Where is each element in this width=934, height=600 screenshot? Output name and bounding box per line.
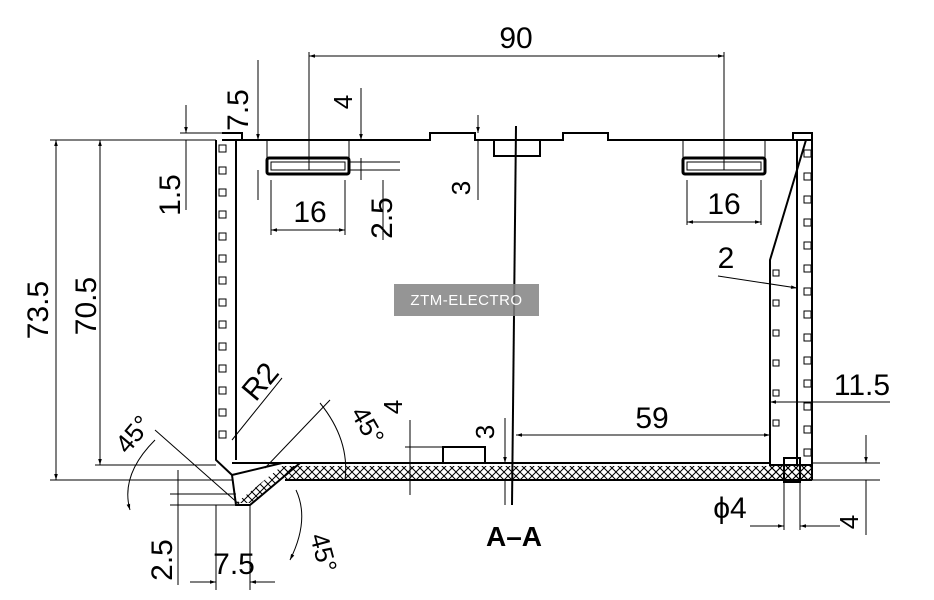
dimension-lines	[50, 52, 890, 590]
dim-bottom-width: 59	[635, 402, 668, 435]
dim-hole-diameter: ϕ4	[713, 492, 747, 525]
dim-radius: R2	[236, 357, 286, 408]
dim-foot-height: 2.5	[146, 539, 179, 581]
dim-slot-right: 16	[707, 188, 740, 221]
dim-inner-height: 70.5	[70, 277, 103, 335]
dim-angle-bottom: 45°	[304, 530, 343, 576]
dim-hole-offset: 4	[834, 515, 864, 529]
part-outline	[215, 125, 813, 506]
dim-wall: 2	[718, 242, 735, 275]
dim-top-rib: 4	[328, 95, 358, 109]
dim-side-depth: 11.5	[834, 369, 890, 402]
dim-overall-height: 73.5	[22, 281, 55, 339]
dim-foot-width: 7.5	[213, 548, 255, 581]
dim-top-offset: 7.5	[222, 89, 255, 131]
dim-slot-left: 16	[293, 196, 326, 229]
dim-center-rib: 3	[446, 181, 476, 195]
dim-overall-width: 90	[499, 22, 532, 55]
dim-slot-gap: 2.5	[366, 197, 399, 239]
dim-angle-left: 45°	[109, 410, 157, 459]
watermark: ZTM-ELECTRO	[394, 284, 539, 316]
dim-bottom-rib-h: 4	[378, 400, 408, 414]
section-label: A–A	[486, 521, 542, 552]
left-wall-ribs	[218, 144, 227, 439]
right-wall-ribs	[772, 149, 812, 457]
dim-lip-height: 1.5	[154, 174, 187, 216]
dim-bottom-rib-3: 3	[470, 425, 500, 439]
